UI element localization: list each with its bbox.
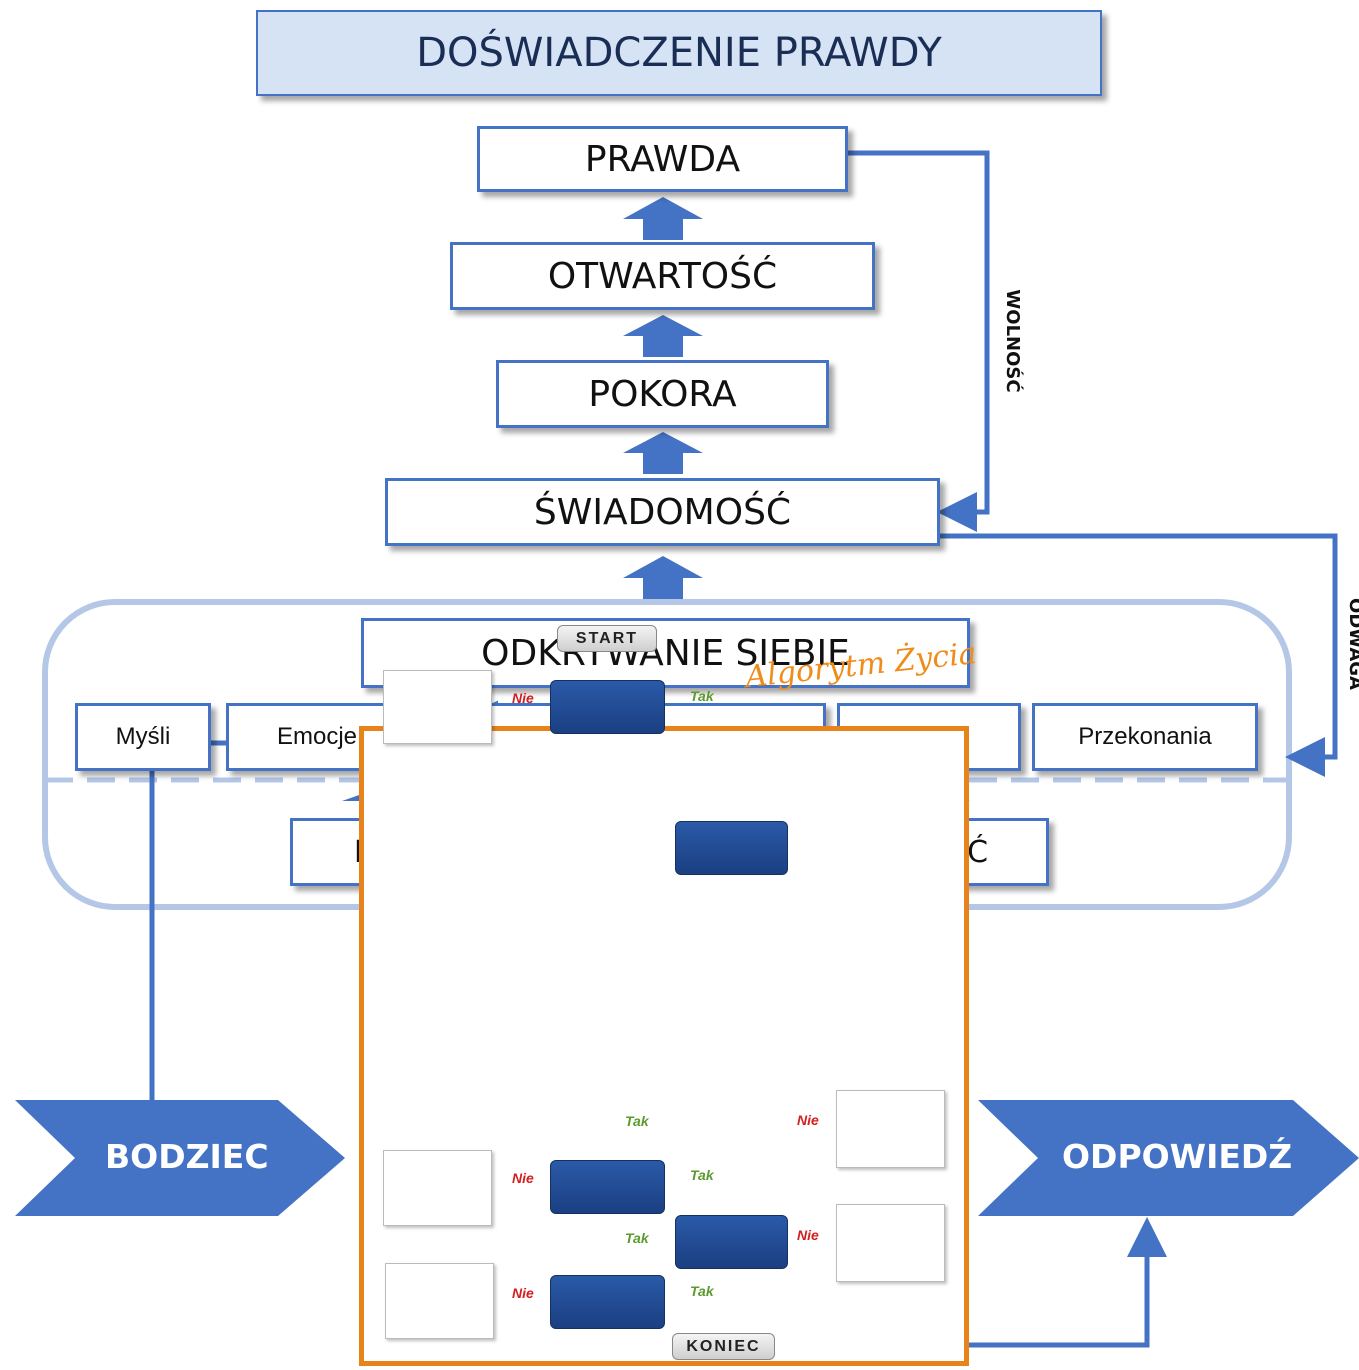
decision-box-1 [550, 680, 665, 734]
yes-label-3: Tak [690, 1167, 714, 1183]
level-openness: OTWARTOŚĆ [450, 242, 875, 310]
yes-label-5: Tak [690, 1283, 714, 1299]
aspect-thoughts: Myśli [75, 703, 211, 771]
outcome-box-4 [836, 1204, 945, 1282]
outcome-box-1 [383, 670, 492, 744]
start-terminal: START [557, 625, 657, 652]
decision-box-2 [675, 821, 788, 875]
freedom-connector [848, 150, 990, 532]
no-label-4: Nie [797, 1227, 819, 1243]
decision-box-5 [550, 1275, 665, 1329]
no-label-1: Nie [512, 690, 534, 706]
no-label-5: Nie [512, 1285, 534, 1301]
level-awareness: ŚWIADOMOŚĆ [385, 478, 940, 546]
input-label: BODZIEC [105, 1137, 269, 1176]
level-humility: POKORA [496, 360, 829, 428]
outcome-box-3 [383, 1150, 492, 1226]
up-arrow-2 [623, 315, 703, 357]
no-label-2: Nie [797, 1112, 819, 1128]
output-chevron [978, 1100, 1359, 1216]
outcome-box-2 [836, 1090, 945, 1168]
up-arrow-3 [623, 432, 703, 474]
level-truth: PRAWDA [477, 126, 848, 192]
up-arrow-4 [623, 556, 703, 599]
decision-box-4 [675, 1215, 788, 1269]
yes-label-2: Tak [625, 1113, 649, 1129]
input-chevron [15, 1100, 345, 1216]
up-arrow-1 [623, 197, 703, 240]
outcome-box-5 [385, 1263, 494, 1339]
courage-label: ODWAGA [1345, 598, 1359, 690]
decision-box-3 [550, 1160, 665, 1214]
no-label-3: Nie [512, 1170, 534, 1186]
yes-label-1: Tak [690, 688, 714, 704]
output-label: ODPOWIEDŹ [1062, 1137, 1293, 1176]
yes-label-4: Tak [625, 1230, 649, 1246]
freedom-label: WOLNOŚĆ [1002, 289, 1023, 393]
end-terminal: KONIEC [672, 1333, 775, 1360]
page-title: DOŚWIADCZENIE PRAWDY [256, 10, 1102, 96]
courage-connector [940, 533, 1338, 777]
aspect-beliefs: Przekonania [1032, 703, 1258, 771]
